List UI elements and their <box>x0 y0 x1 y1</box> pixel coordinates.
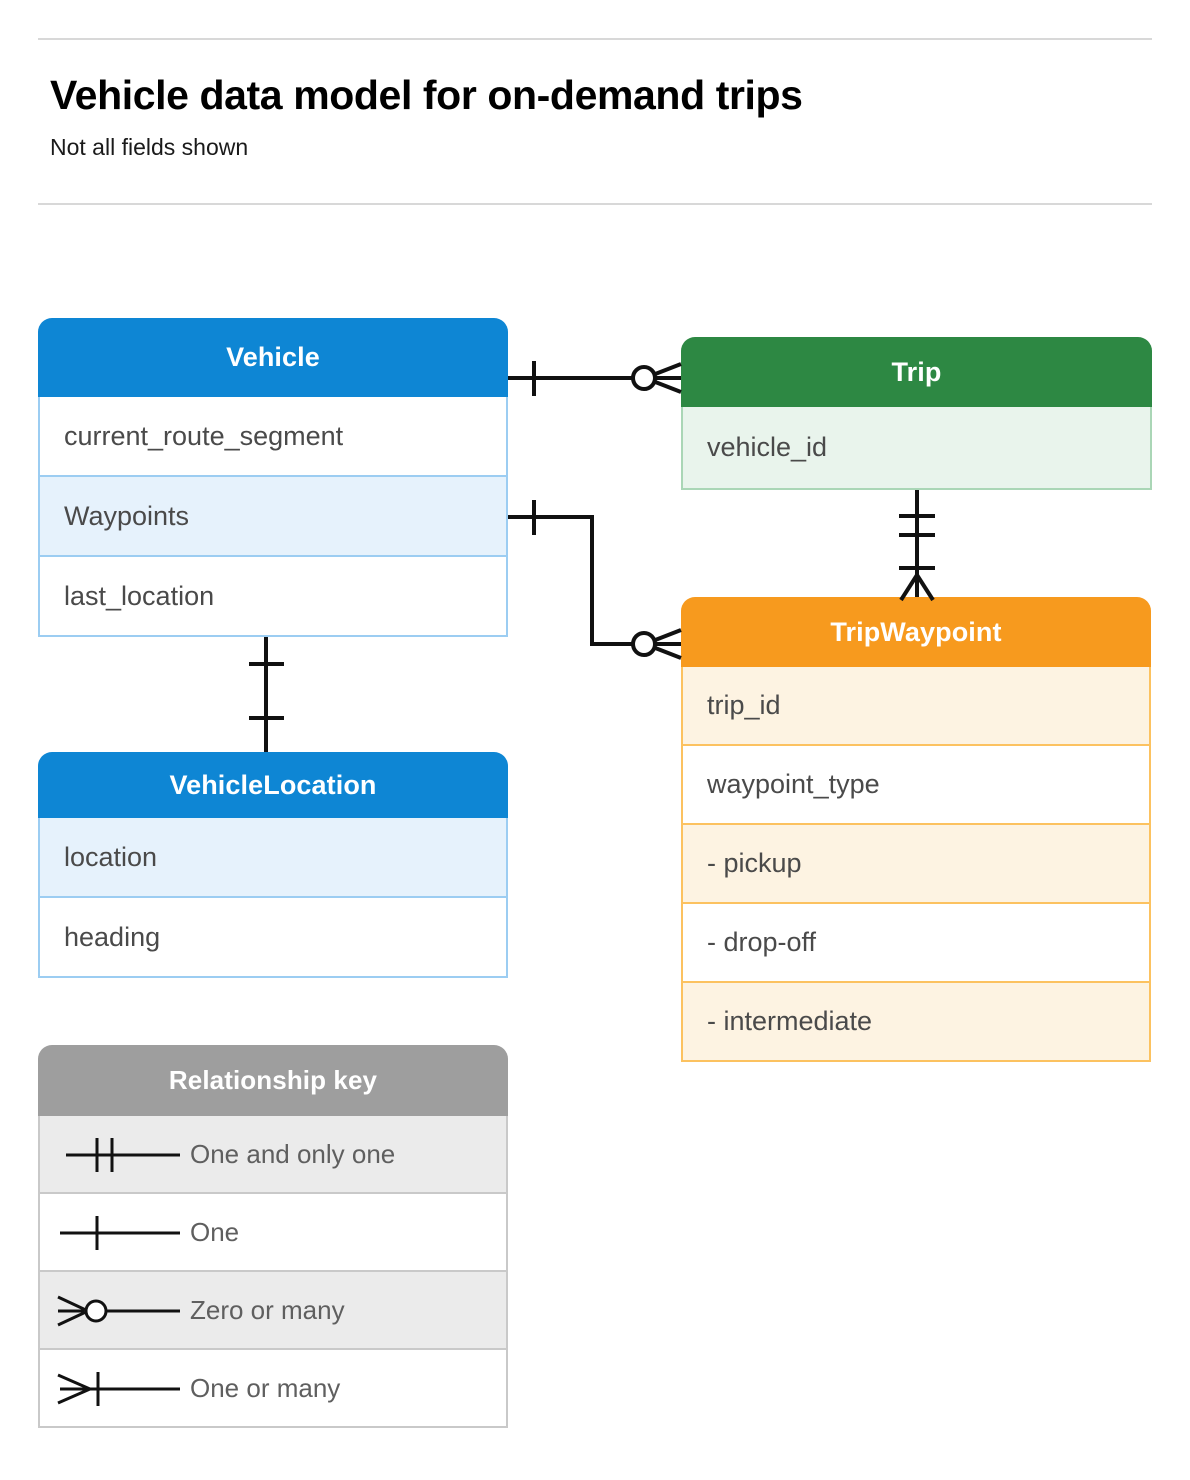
entity-vehicle-field-current-route-segment[interactable]: current_route_segment <box>38 397 508 477</box>
entity-trip-waypoint-value-intermediate[interactable]: - intermediate <box>681 983 1151 1062</box>
one-and-only-one-icon <box>40 1116 190 1192</box>
one-icon <box>40 1194 190 1270</box>
entity-trip-waypoint-value-drop-off[interactable]: - drop-off <box>681 904 1151 983</box>
relationship-trip-tripwaypoint <box>899 490 935 602</box>
entity-vehicle-field-last-location[interactable]: last_location <box>38 557 508 637</box>
page-title: Vehicle data model for on-demand trips <box>50 72 803 118</box>
legend-label-one: One <box>190 1216 240 1247</box>
entity-vehicle-location[interactable]: VehicleLocation location heading <box>38 752 508 978</box>
one-or-many-icon <box>40 1350 190 1426</box>
entity-vehicle-title: Vehicle <box>38 318 508 397</box>
relationship-vehicle-trip <box>508 361 682 396</box>
header-divider-bottom <box>38 203 1152 205</box>
entity-trip-waypoint-value-pickup[interactable]: - pickup <box>681 825 1151 904</box>
entity-vehicle-location-field-location[interactable]: location <box>38 818 508 898</box>
entity-trip-title: Trip <box>681 337 1152 407</box>
legend-label-one-and-only-one: One and only one <box>190 1138 396 1169</box>
legend-item-one[interactable]: One <box>38 1194 508 1272</box>
legend-item-one-or-many[interactable]: One or many <box>38 1350 508 1428</box>
header-divider-top <box>38 38 1152 40</box>
entity-vehicle-location-field-heading[interactable]: heading <box>38 898 508 978</box>
entity-vehicle[interactable]: Vehicle current_route_segment Waypoints … <box>38 318 508 637</box>
legend-relationship-key[interactable]: Relationship key One and only one One <box>38 1045 508 1428</box>
entity-trip-waypoint-field-waypoint-type[interactable]: waypoint_type <box>681 746 1151 825</box>
page-subtitle: Not all fields shown <box>50 134 249 160</box>
entity-trip-waypoint[interactable]: TripWaypoint trip_id waypoint_type - pic… <box>681 597 1151 1062</box>
entity-trip-waypoint-field-trip-id[interactable]: trip_id <box>681 667 1151 746</box>
entity-trip[interactable]: Trip vehicle_id <box>681 337 1152 490</box>
legend-item-one-and-only-one[interactable]: One and only one <box>38 1116 508 1194</box>
legend-label-one-or-many: One or many <box>190 1372 341 1403</box>
zero-or-many-icon <box>40 1272 190 1348</box>
entity-trip-field-vehicle-id[interactable]: vehicle_id <box>681 407 1152 490</box>
entity-vehicle-location-title: VehicleLocation <box>38 752 508 818</box>
entity-trip-waypoint-title: TripWaypoint <box>681 597 1151 667</box>
legend-title: Relationship key <box>38 1045 508 1116</box>
relationship-vehicle-vehiclelocation <box>249 637 284 752</box>
legend-item-zero-or-many[interactable]: Zero or many <box>38 1272 508 1350</box>
legend-label-zero-or-many: Zero or many <box>190 1294 345 1325</box>
relationship-waypoints-tripwaypoint <box>508 500 682 660</box>
entity-vehicle-field-waypoints[interactable]: Waypoints <box>38 477 508 557</box>
